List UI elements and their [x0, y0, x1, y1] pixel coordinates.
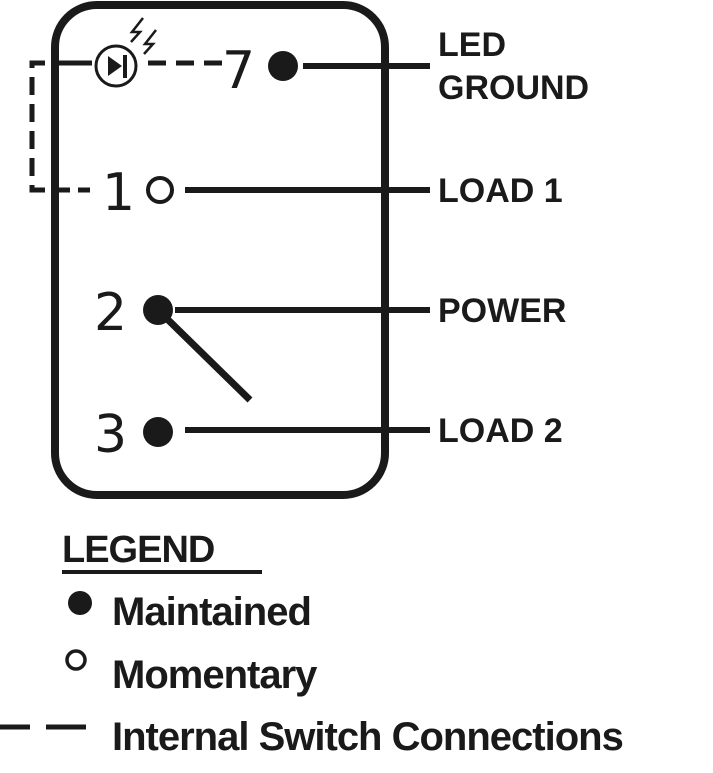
pin-2-label: 2 — [94, 283, 127, 343]
maintained-terminal-2 — [143, 295, 173, 325]
maintained-icon — [68, 591, 92, 615]
maintained-terminal-7 — [268, 51, 298, 81]
led-icon — [94, 17, 157, 88]
internal-connection-dashed — [29, 60, 45, 193]
legend-maintained: Maintained — [112, 590, 311, 634]
load2-label: LOAD 2 — [438, 412, 563, 450]
led-label: LED — [438, 26, 506, 64]
legend-momentary: Momentary — [112, 653, 318, 697]
legend-internal: Internal Switch Connections — [112, 715, 623, 759]
ground-label: GROUND — [438, 69, 589, 107]
power-label: POWER — [438, 292, 566, 330]
momentary-icon — [65, 649, 87, 671]
switch-contact-arm — [155, 307, 253, 403]
legend-title: LEGEND — [62, 529, 214, 571]
pin-1-label: 1 — [102, 163, 135, 223]
momentary-terminal-1 — [146, 176, 174, 204]
load1-label: LOAD 1 — [438, 172, 563, 210]
maintained-terminal-3 — [143, 417, 173, 447]
pin-3-label: 3 — [94, 405, 127, 465]
pin-7-label: 7 — [222, 41, 255, 101]
switch-housing — [51, 1, 389, 499]
